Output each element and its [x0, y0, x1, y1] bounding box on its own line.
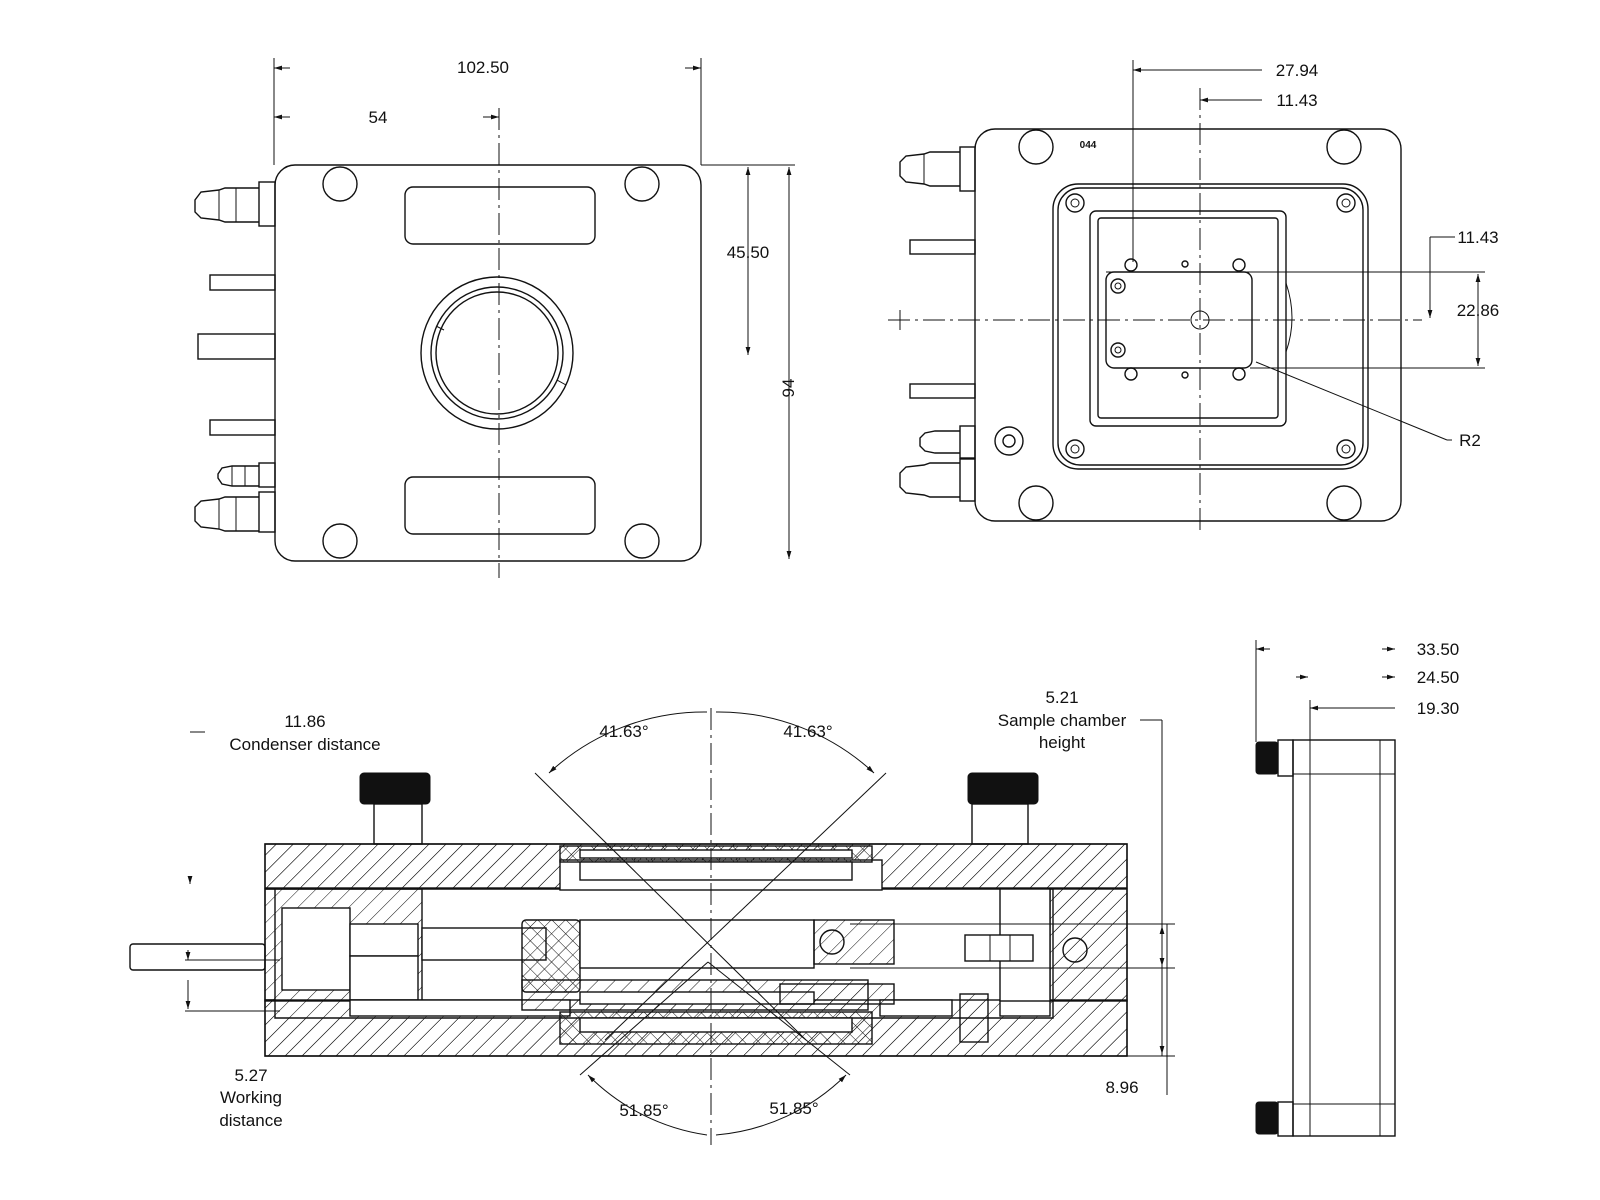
- dim-c: 11.43: [1457, 228, 1498, 247]
- section-view: 41.63° 41.63° 51.85° 51.85° 11.86 Conden…: [129, 688, 1175, 1145]
- corner-hole: [1326, 485, 1362, 521]
- side-dim-3: 19.30: [1417, 699, 1460, 718]
- side-body: [1292, 739, 1396, 1137]
- knob-top: [1255, 741, 1279, 775]
- bottom-slot: [404, 476, 596, 535]
- dim-right-bottom: 8.96: [1105, 1078, 1138, 1097]
- dim-height: 94: [779, 379, 798, 398]
- corner-hole: [624, 166, 660, 202]
- side-dim-1: 33.50: [1417, 640, 1460, 659]
- dim-b: 11.43: [1276, 91, 1317, 110]
- plate-outline: [974, 128, 1402, 522]
- working-label-1: Working: [220, 1088, 282, 1107]
- tube-stub: [209, 419, 276, 436]
- hose-barb-fitting: [899, 458, 976, 502]
- dim-half-height: 45.50: [727, 243, 770, 262]
- top-right-view: 044: [888, 60, 1499, 535]
- corner-hole: [1018, 129, 1054, 165]
- working-value: 5.27: [234, 1066, 267, 1085]
- insert-frame-outer: [1052, 183, 1369, 470]
- knob-right: [967, 772, 1039, 805]
- hose-barb-fitting: [194, 491, 276, 533]
- angle-bottom-right: 51.85°: [769, 1099, 818, 1118]
- window-outer: [420, 276, 574, 430]
- hose-barb-fitting: [919, 425, 976, 459]
- chamber-label-1: Sample chamber: [998, 711, 1127, 730]
- hose-barb-fitting: [217, 462, 276, 488]
- side-view: 33.50 24.50 19.30: [1255, 640, 1460, 1137]
- window-ring: [430, 286, 564, 420]
- top-left-view: 102.50 54 45.50 94: [194, 58, 798, 578]
- tube-stub: [209, 274, 276, 291]
- working-label-2: distance: [219, 1111, 282, 1130]
- tube-stub: [909, 239, 976, 255]
- corner-hole: [624, 523, 660, 559]
- stage-frame: [1089, 210, 1287, 427]
- corner-hole: [322, 523, 358, 559]
- condenser-value: 11.86: [284, 712, 325, 731]
- stage-inner: [1097, 217, 1279, 419]
- inlet-rod: [129, 943, 266, 971]
- plate-outline: [274, 164, 702, 562]
- tube-stub: [909, 383, 976, 399]
- part-tag: 044: [1080, 140, 1097, 151]
- window-inner: [435, 291, 559, 415]
- knob-bottom: [1255, 1101, 1279, 1135]
- hose-barb-fitting: [194, 181, 276, 227]
- tube-stub: [197, 333, 276, 360]
- top-slot: [404, 186, 596, 245]
- chamber-label-2: height: [1039, 733, 1086, 752]
- insert-frame-inner: [1057, 187, 1364, 466]
- dim-center: 54: [369, 108, 388, 127]
- dim-radius: R2: [1459, 431, 1481, 450]
- hose-barb-fitting: [899, 146, 976, 192]
- dim-width: 102.50: [457, 58, 509, 77]
- angle-top-left: 41.63°: [599, 722, 648, 741]
- angle-top-right: 41.63°: [783, 722, 832, 741]
- side-dim-2: 24.50: [1417, 668, 1460, 687]
- condenser-label: Condenser distance: [229, 735, 380, 754]
- corner-hole: [1018, 485, 1054, 521]
- dim-d: 22.86: [1457, 301, 1500, 320]
- chamber-value: 5.21: [1045, 688, 1078, 707]
- corner-hole: [1326, 129, 1362, 165]
- corner-hole: [322, 166, 358, 202]
- knob-left: [359, 772, 431, 805]
- dim-a: 27.94: [1276, 61, 1319, 80]
- angle-bottom-left: 51.85°: [619, 1101, 668, 1120]
